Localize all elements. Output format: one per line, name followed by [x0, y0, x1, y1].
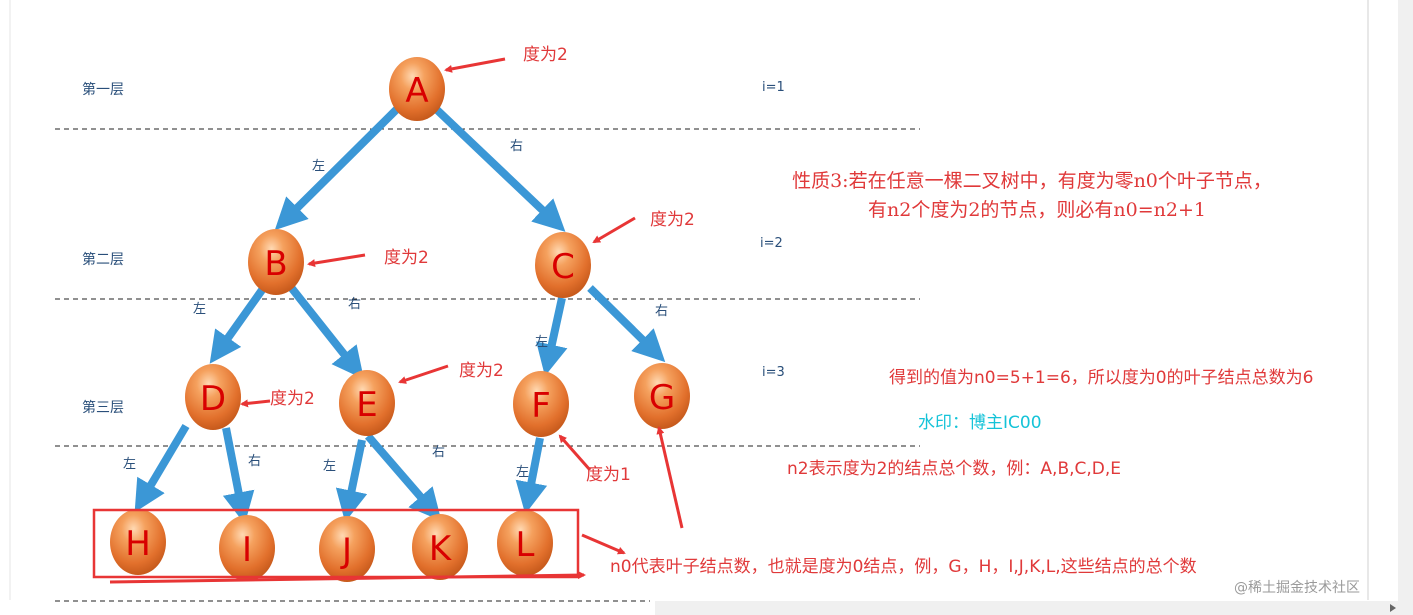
- degree-label-a: 度为2: [523, 45, 568, 65]
- node-a: A: [389, 57, 445, 121]
- n0-explanation: n0代表叶子结点数，也就是度为0结点，例，G，H，I,J,K,L,这些结点的总个…: [610, 557, 1197, 577]
- node-i: I: [219, 515, 275, 581]
- node-label-f: F: [531, 386, 551, 426]
- edge-label-cg: 右: [655, 304, 668, 319]
- arrow-to-n0-text: [581, 533, 626, 555]
- edge-label-cf: 左: [535, 335, 548, 350]
- arrow-to-g: [656, 426, 684, 529]
- node-label-j: J: [340, 531, 352, 571]
- arrow-degree-d: [240, 399, 271, 408]
- arrow-degree-a: [444, 57, 506, 73]
- result-text: 得到的值为n0=5+1=6，所以度为0的叶子结点总数为6: [889, 368, 1313, 388]
- degree-label-f: 度为1: [586, 465, 631, 485]
- node-h: H: [110, 509, 166, 575]
- edge-a-b: [274, 105, 401, 231]
- edge-label-bd: 左: [193, 302, 206, 317]
- layer-label-3: 第三层: [82, 399, 124, 416]
- arrow-degree-b: [307, 253, 366, 267]
- edge-b-e: [286, 283, 364, 380]
- layer-label-2: 第二层: [82, 251, 124, 268]
- arrow-degree-e: [398, 364, 449, 384]
- n2-explanation: n2表示度为2的结点总个数，例：A,B,C,D,E: [787, 459, 1121, 479]
- edge-label-fl: 左: [516, 465, 529, 480]
- edge-f-l: [515, 437, 548, 515]
- site-watermark: @稀土掘金技术社区: [1234, 580, 1360, 596]
- edge-label-ej: 左: [323, 459, 336, 474]
- edge-label-ac: 右: [510, 139, 523, 154]
- level-index-2: i=2: [760, 236, 783, 251]
- node-label-l: L: [516, 525, 535, 565]
- property-line-1: 性质3:若在任意一棵二叉树中，有度为零n0个叶子节点，: [792, 170, 1272, 192]
- arrow-degree-f: [558, 434, 592, 471]
- edge-label-ek: 右: [432, 445, 445, 460]
- node-label-h: H: [125, 524, 151, 564]
- node-label-e: E: [356, 385, 377, 425]
- node-l: L: [497, 510, 553, 576]
- property-line-2: 有n2个度为2的节点，则必有n0=n2+1: [868, 199, 1206, 221]
- level-index-1: i=1: [762, 80, 785, 95]
- edge-d-i: [222, 427, 255, 525]
- degree-label-d: 度为2: [270, 389, 315, 409]
- edge-b-d: [209, 287, 266, 364]
- node-label-a: A: [405, 71, 428, 111]
- level-index-3: i=3: [762, 365, 785, 380]
- node-label-g: G: [649, 378, 675, 418]
- node-label-c: C: [551, 247, 575, 287]
- watermark-text: 水印：博主IC00: [918, 413, 1042, 433]
- edge-e-j: [335, 439, 368, 523]
- edge-d-h: [134, 423, 190, 513]
- degree-label-c: 度为2: [650, 210, 695, 230]
- vertical-scrollbar[interactable]: [1398, 0, 1413, 615]
- node-c: C: [535, 232, 591, 298]
- node-label-k: K: [429, 529, 453, 569]
- node-label-b: B: [264, 244, 287, 284]
- node-j: J: [319, 516, 375, 582]
- edge-label-be: 右: [348, 297, 361, 312]
- edge-label-ab: 左: [312, 159, 325, 174]
- degree-label-e: 度为2: [459, 361, 504, 381]
- edge-c-g: [587, 285, 666, 363]
- node-d: D: [185, 364, 241, 430]
- arrow-under-leaves: [109, 571, 586, 584]
- tree-edges: [134, 105, 666, 525]
- node-k: K: [412, 514, 468, 580]
- arrow-degree-c: [592, 216, 636, 244]
- leaf-nodes-box: [92, 508, 580, 579]
- edge-a-c: [432, 105, 566, 232]
- layer-label-1: 第一层: [82, 81, 124, 98]
- edge-label-di: 右: [248, 454, 261, 469]
- degree-label-b: 度为2: [384, 248, 429, 268]
- node-g: G: [634, 363, 690, 429]
- edge-c-f: [536, 297, 568, 377]
- horizontal-scrollbar[interactable]: [655, 601, 1400, 615]
- node-f: F: [513, 371, 569, 437]
- scroll-right-icon[interactable]: [1390, 604, 1396, 612]
- node-label-i: I: [242, 530, 252, 570]
- node-label-d: D: [200, 379, 226, 419]
- edge-e-k: [364, 433, 442, 521]
- node-b: B: [248, 229, 304, 295]
- annotation-arrows: [109, 57, 684, 584]
- node-e: E: [339, 370, 395, 436]
- edge-label-dh: 左: [123, 457, 136, 472]
